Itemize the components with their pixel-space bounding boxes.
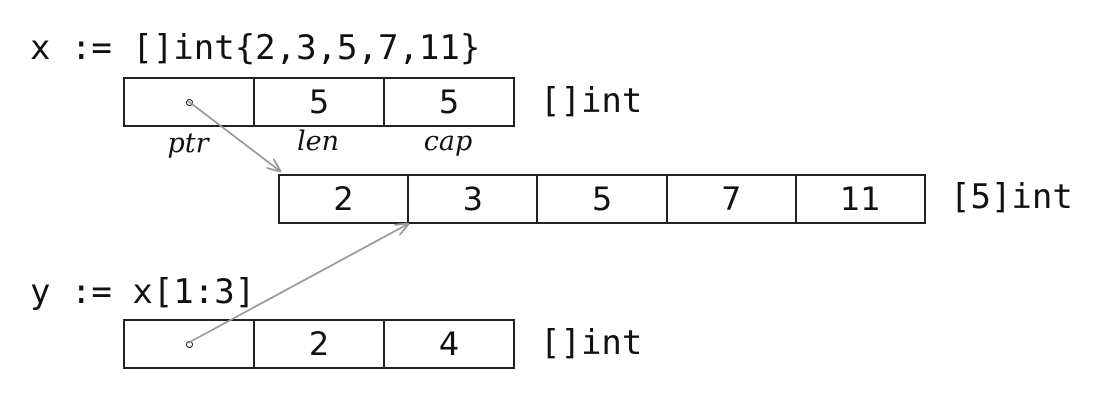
underlying-array: 2 3 5 7 11	[278, 174, 926, 224]
array-cell-0: 2	[280, 176, 410, 222]
x-ptr-cell	[125, 79, 255, 125]
x-slice-type-label: []int	[540, 81, 643, 121]
array-cell-1: 3	[409, 176, 539, 222]
array-cell-2: 5	[538, 176, 668, 222]
x-slice-header: 5 5	[123, 77, 515, 127]
y-slice-header: 2 4	[123, 319, 515, 369]
array-cell-4: 11	[840, 180, 881, 218]
y-len-cell: 2	[255, 321, 385, 367]
x-ptr-dot	[185, 98, 193, 106]
cap-field-label: cap	[423, 126, 473, 157]
x-declaration: x := []int{2,3,5,7,11}	[30, 28, 481, 68]
x-cap-cell: 5	[438, 83, 460, 121]
ptr-field-label: ptr	[167, 128, 209, 159]
x-len-cell: 5	[255, 79, 385, 125]
array-cell-3: 7	[668, 176, 797, 222]
y-cap-cell: 4	[438, 325, 460, 363]
len-field-label: len	[296, 126, 339, 157]
y-slice-type-label: []int	[540, 323, 643, 363]
array-type-label: [5]int	[950, 177, 1073, 217]
y-ptr-dot	[185, 340, 193, 348]
y-ptr-cell	[125, 321, 255, 367]
y-declaration: y := x[1:3]	[30, 272, 256, 312]
